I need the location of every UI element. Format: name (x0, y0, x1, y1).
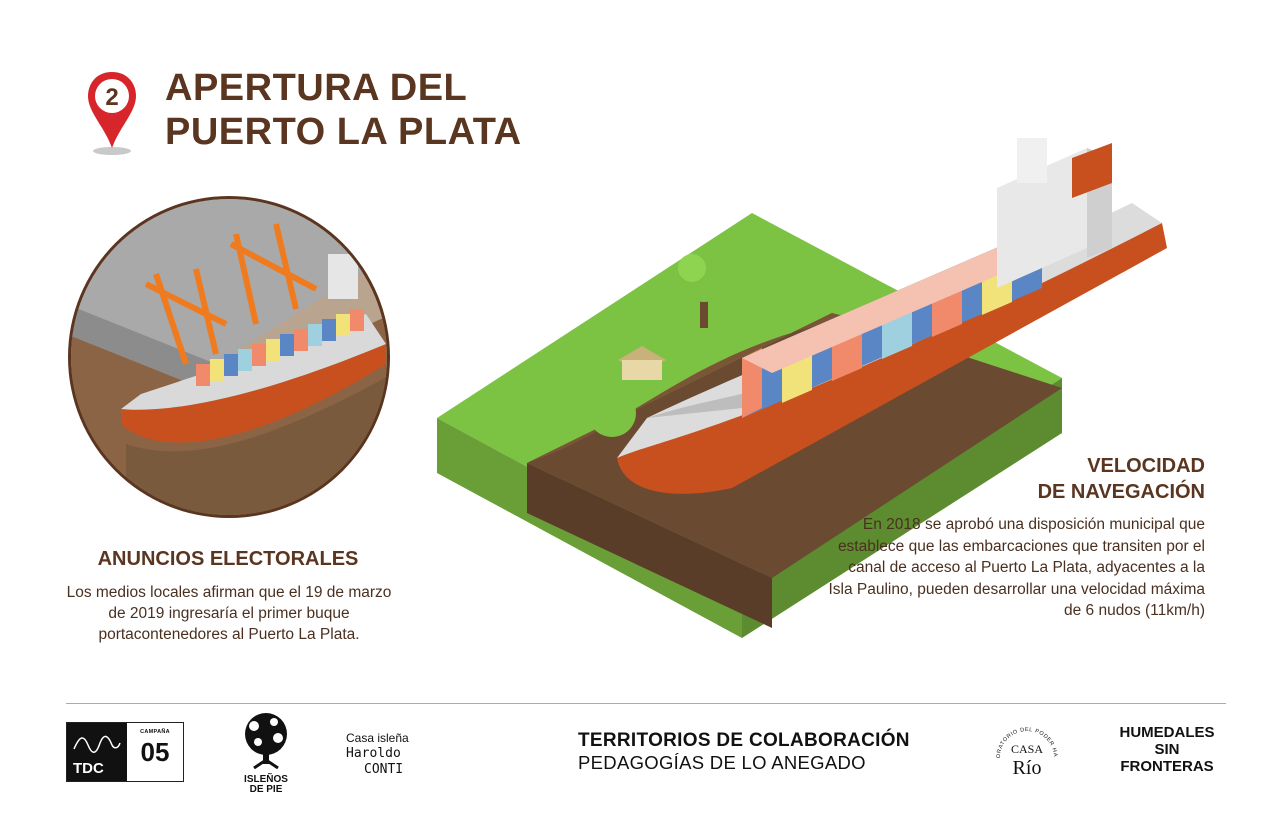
casa-rio-line2: Río (1013, 757, 1042, 779)
page-title-line2: PUERTO LA PLATA (165, 111, 522, 153)
electoral-heading: ANUNCIOS ELECTORALES (97, 548, 359, 570)
footer-title-line2: PEDAGOGÍAS DE LO ANEGADO (578, 752, 866, 773)
humedales-sin-fronteras-logo: HUMEDALES SIN FRONTERAS (1108, 724, 1226, 775)
footer-title-line1: TERRITORIOS DE COLABORACIÓN (578, 730, 910, 751)
tdc-logo-block: TDC (67, 723, 127, 781)
campaign-number: 05 (140, 737, 170, 767)
container-ship-channel-illustration (437, 138, 1167, 638)
islenos-line2: DE PIE (249, 784, 283, 795)
islenos-de-pie-logo: ISLEÑOS DE PIE (228, 712, 304, 796)
humedales-line2: SIN (1154, 741, 1180, 758)
tree-logo-icon (245, 713, 287, 770)
snake-wave-icon (73, 735, 121, 753)
tdc-campaign-logo: TDC CAMPAÑA 05 (66, 722, 184, 782)
casa-line3: CONTI (364, 762, 404, 777)
humedales-line3: FRONTERAS (1120, 758, 1214, 775)
velocity-heading: VELOCIDAD DE NAVEGACIÓN (960, 453, 1205, 505)
casa-line2: Haroldo (346, 746, 401, 761)
port-crane-illustration (68, 196, 390, 518)
humedales-line1: HUMEDALES (1119, 724, 1215, 741)
casa-rio-logo: LABORATORIO DEL PODER HACER CASA Río (992, 718, 1057, 779)
velocity-heading-line2: DE NAVEGACIÓN (1037, 481, 1205, 503)
islenos-line1: ISLEÑOS (244, 774, 288, 785)
casa-line1: Casa isleña (346, 731, 409, 745)
velocity-heading-line1: VELOCIDAD (1087, 455, 1205, 477)
map-pin-icon: 2 (88, 72, 136, 155)
page-title-line1: APERTURA DEL (165, 67, 468, 109)
tdc-label: TDC (73, 760, 104, 777)
casa-islena-haroldo-conti-logo: Casa isleña Haroldo CONTI (346, 730, 409, 778)
campaign-label: CAMPAÑA (140, 729, 170, 735)
velocity-body: En 2018 se aprobó una disposición munici… (828, 516, 1205, 619)
footer-title: TERRITORIOS DE COLABORACIÓN PEDAGOGÍAS D… (578, 730, 910, 774)
casa-rio-line1: CASA (1011, 742, 1043, 756)
footer-divider (66, 703, 1226, 704)
page-title: APERTURA DEL PUERTO LA PLATA (165, 66, 522, 154)
marker-number: 2 (105, 84, 118, 111)
electoral-body: Los medios locales afirman que el 19 de … (66, 584, 392, 643)
